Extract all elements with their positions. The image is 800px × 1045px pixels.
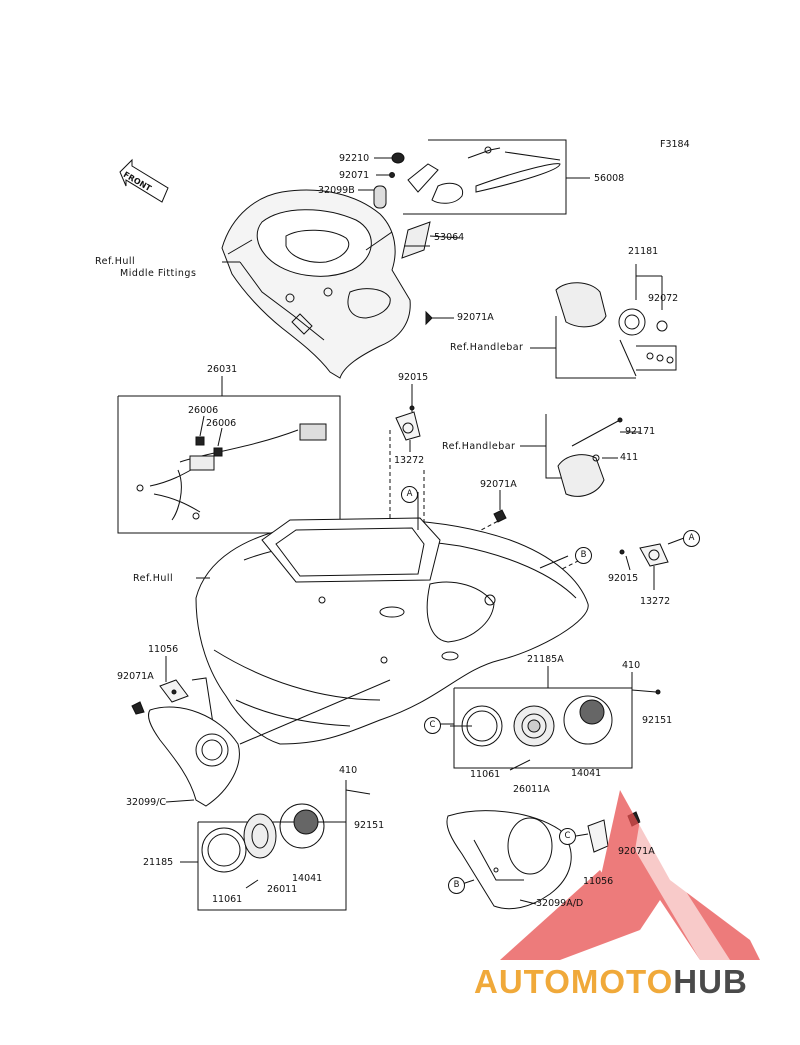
handlebar-switch-21181 (530, 264, 677, 379)
label-92015-right: 92015 (608, 573, 639, 584)
label-ref-hull: Ref.Hull (133, 573, 174, 584)
label-26031: 26031 (207, 364, 238, 375)
watermark-part2: HUB (673, 963, 748, 1000)
label-11061-left: 11061 (212, 894, 243, 905)
label-32099ad: 32099A/D (536, 898, 584, 909)
callout-c-left: C (424, 717, 441, 734)
label-11056-left: 11056 (148, 644, 179, 655)
callout-b-bottom: B (448, 877, 465, 894)
label-13272-right: 13272 (640, 596, 671, 607)
handlebar-92171-411 (520, 414, 640, 497)
label-92071a-top: 92071A (457, 312, 494, 323)
label-410-left: 410 (339, 765, 358, 776)
left-grille (131, 656, 391, 807)
grommet-13272-top (395, 384, 421, 452)
label-11056-right: 11056 (583, 876, 614, 887)
label-14041-left: 14041 (292, 873, 323, 884)
label-410-right: 410 (622, 660, 641, 671)
label-26011a: 26011A (513, 784, 550, 795)
label-92171: 92171 (625, 426, 656, 437)
label-92071a-mid: 92071A (480, 479, 517, 490)
label-26006-a: 26006 (188, 405, 219, 416)
label-92071a-left: 92071A (117, 671, 154, 682)
label-26006-b: 26006 (206, 418, 237, 429)
label-ref-handlebar-1: Ref.Handlebar (450, 342, 524, 353)
label-ref-hull-middle-2: Middle Fittings (120, 268, 197, 279)
middle-fittings-housing (221, 189, 411, 379)
watermark-part1: AUTOMOTO (474, 963, 674, 1000)
label-ref-hull-middle-1: Ref.Hull (95, 256, 136, 267)
watermark-logo-icon (500, 790, 760, 960)
label-26011: 26011 (267, 884, 298, 895)
label-21185a: 21185A (527, 654, 564, 665)
small-parts-92210-32099B (358, 152, 405, 209)
label-92151-left: 92151 (354, 820, 385, 831)
label-32099b: 32099B (318, 185, 355, 196)
label-411: 411 (620, 452, 639, 463)
front-arrow-icon (119, 158, 169, 203)
callout-c-right: C (559, 828, 576, 845)
label-21181: 21181 (628, 246, 659, 257)
hull-body (195, 517, 589, 745)
label-92071a-right: 92071A (618, 846, 655, 857)
label-92151-right: 92151 (642, 715, 673, 726)
label-11061-right: 11061 (470, 769, 501, 780)
figure-code: F3184 (660, 139, 690, 150)
label-53064: 53064 (434, 232, 465, 243)
watermark-text: AUTOMOTOHUB (474, 963, 748, 1001)
speaker-kit-21185a (450, 666, 661, 771)
label-ref-handlebar-2: Ref.Handlebar (442, 441, 516, 452)
callout-a-top: A (401, 486, 418, 503)
label-21185: 21185 (143, 857, 174, 868)
label-14041-right: 14041 (571, 768, 602, 779)
label-92071: 92071 (339, 170, 370, 181)
callout-b-top: B (575, 547, 592, 564)
label-13272-top: 13272 (394, 455, 425, 466)
callout-a-right: A (683, 530, 700, 547)
label-92210: 92210 (339, 153, 370, 164)
harness-26031-box (117, 376, 341, 534)
grommet-13272-right (619, 537, 685, 590)
kit-56008-box (401, 139, 590, 259)
label-32099c: 32099/C (126, 797, 167, 808)
speaker-kit-21185 (180, 780, 371, 911)
label-56008: 56008 (594, 173, 625, 184)
label-92072: 92072 (648, 293, 679, 304)
label-92015-top: 92015 (398, 372, 429, 383)
